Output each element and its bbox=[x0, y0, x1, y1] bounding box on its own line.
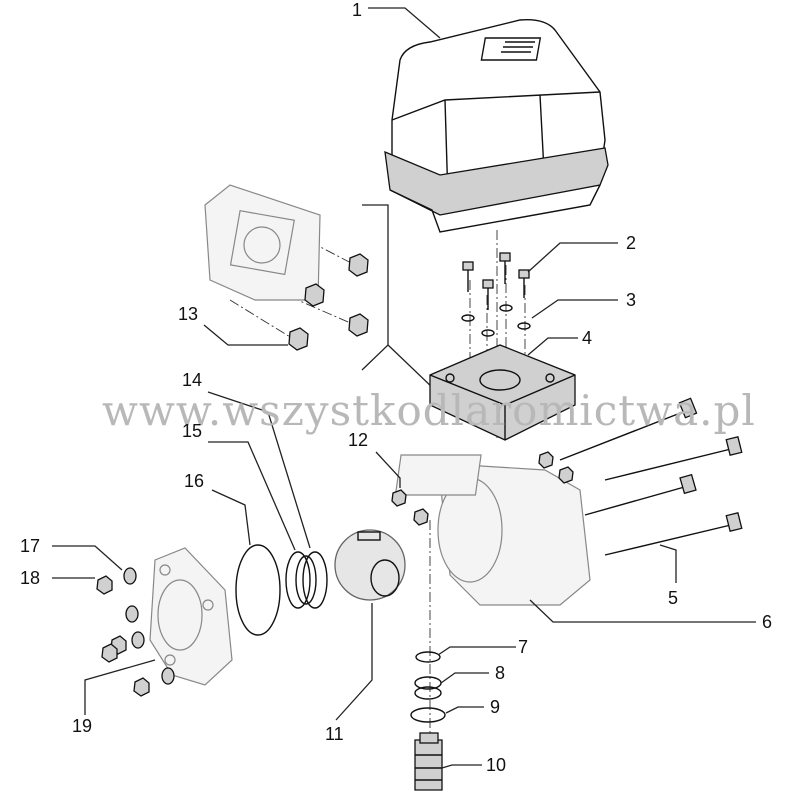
stem-parts bbox=[410, 651, 446, 791]
adapter-plate bbox=[429, 344, 576, 441]
end-flange-fasteners bbox=[96, 567, 175, 697]
callout-2: 2 bbox=[626, 233, 636, 253]
callout-18: 18 bbox=[20, 568, 40, 588]
callout-8: 8 bbox=[495, 663, 505, 683]
flange-nuts bbox=[288, 253, 369, 351]
o-ring-large bbox=[235, 544, 281, 636]
callout-17: 17 bbox=[20, 536, 40, 556]
callout-12: 12 bbox=[348, 430, 368, 450]
screws bbox=[462, 252, 530, 310]
callout-4: 4 bbox=[582, 328, 592, 348]
callout-10: 10 bbox=[486, 755, 506, 775]
callout-11: 11 bbox=[325, 724, 344, 744]
washers bbox=[461, 304, 531, 337]
callout-19: 19 bbox=[72, 716, 92, 736]
callout-9: 9 bbox=[490, 697, 500, 717]
callout-labels: 1 2 3 4 5 6 7 8 9 10 11 12 13 14 15 16 1… bbox=[20, 0, 772, 775]
body-nuts bbox=[391, 451, 574, 526]
callout-16: 16 bbox=[184, 471, 204, 491]
callout-6: 6 bbox=[762, 612, 772, 632]
mounting-flange bbox=[204, 184, 321, 301]
ball-seals bbox=[285, 551, 328, 609]
long-bolts bbox=[559, 397, 743, 556]
callout-14: 14 bbox=[182, 370, 202, 390]
valve-body bbox=[394, 454, 591, 606]
valve-ball bbox=[334, 529, 406, 601]
callout-7: 7 bbox=[518, 637, 528, 657]
callout-13: 13 bbox=[178, 304, 198, 324]
callout-leader-lines bbox=[52, 7, 756, 769]
callout-15: 15 bbox=[182, 421, 202, 441]
callout-1: 1 bbox=[352, 0, 362, 20]
end-flange bbox=[149, 547, 233, 686]
actuator-cover bbox=[384, 19, 609, 233]
callout-5: 5 bbox=[668, 588, 678, 608]
bracket-group-line bbox=[361, 204, 436, 391]
callout-3: 3 bbox=[626, 290, 636, 310]
watermark-text: www.wszystkodlaromictwa.pl bbox=[102, 386, 756, 435]
